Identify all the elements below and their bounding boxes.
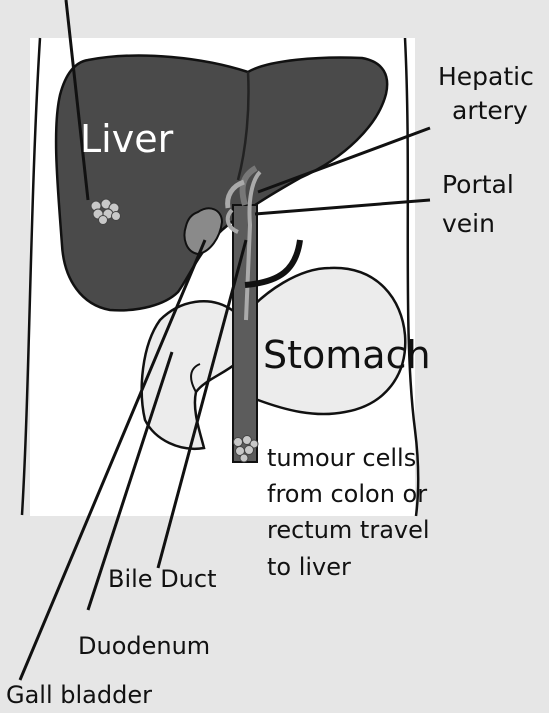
hepatic-artery-label-line1: Hepatic xyxy=(438,62,534,91)
tumour-label-line1: tumour cells xyxy=(267,444,416,472)
stomach-label: Stomach xyxy=(263,333,431,377)
liver-label: Liver xyxy=(80,117,174,161)
portal-vein-label-line2: vein xyxy=(442,209,495,238)
tumour-label-line2: from colon or xyxy=(267,480,427,508)
hepatic-artery-label-line2: artery xyxy=(452,96,528,125)
tumour-label-line3: rectum travel xyxy=(267,516,430,544)
bile-duct-label: Bile Duct xyxy=(108,565,217,593)
portal-vein-label-line1: Portal xyxy=(442,170,514,199)
duodenum-label: Duodenum xyxy=(78,632,210,660)
tumour-label-line4: to liver xyxy=(267,553,351,581)
gall-bladder-label: Gall bladder xyxy=(6,681,152,709)
